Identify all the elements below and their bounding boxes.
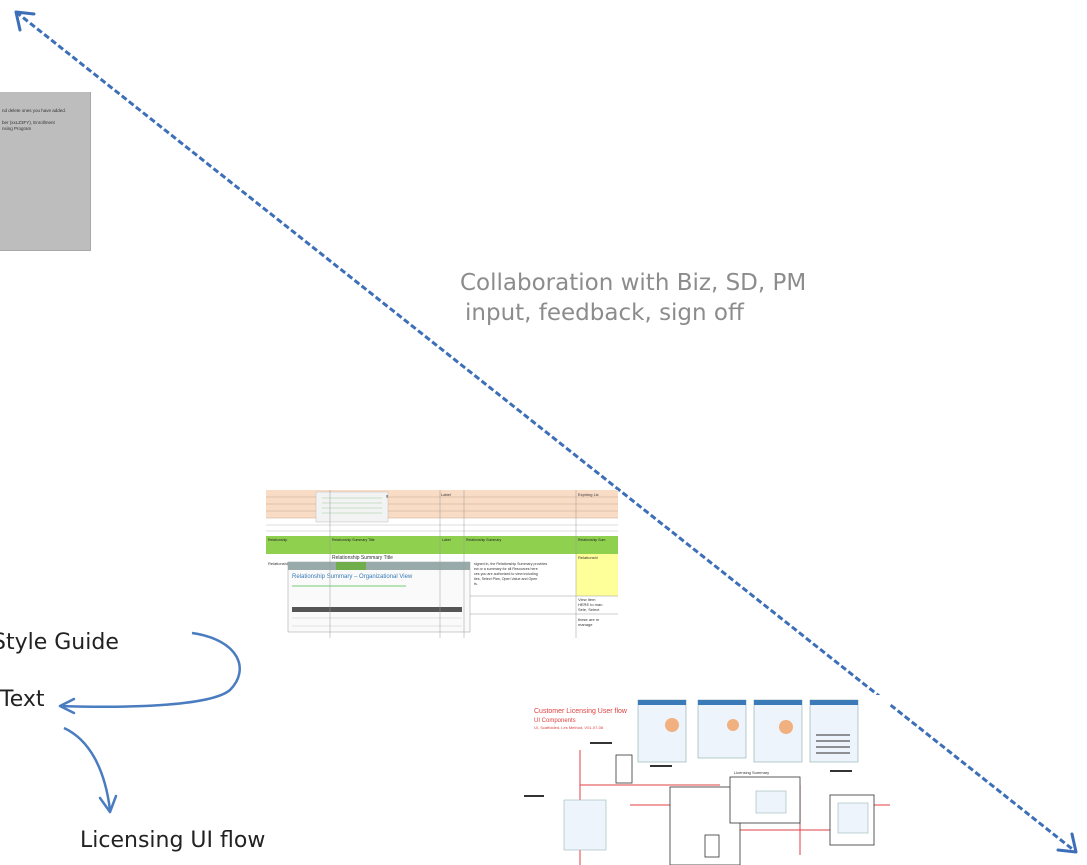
sheet-side-6: manage	[578, 622, 593, 627]
sheet-screenshot-title: Relationship Summary – Organizational Vi…	[292, 574, 413, 580]
dashed-diagonal-line	[15, 10, 1077, 854]
flow-thumb-subtitle: UI Components	[534, 718, 576, 724]
doc-thumb-line: ber (xxLZ3FY), Enrollment	[2, 120, 55, 125]
licensing-flow-thumbnail: Customer Licensing User flow UI Componen…	[520, 695, 890, 865]
sheet-header-expiring: Expiring Lic	[578, 492, 599, 497]
arrowhead-bottom-right-icon	[1056, 832, 1078, 854]
sheet-right-text-3: ces you are authorized to view including	[474, 572, 538, 576]
arrowhead-top-left-icon	[14, 10, 36, 32]
sheet-side-3: HERE to man	[578, 602, 602, 607]
curve-text-to-flow-icon	[63, 726, 112, 811]
sheet-side-2: View Item	[578, 597, 596, 602]
arrowhead-text-icon	[58, 697, 76, 715]
doc-thumb-line: nd delete ones you have added.	[2, 108, 67, 113]
sheet-col-relationship: Relationship	[268, 538, 287, 542]
sheet-col-label: Label	[442, 538, 451, 542]
sheet-col-summary2: Relationship Sum	[578, 538, 606, 542]
sheet-right-text-1: signed in, the Relationship Summary prov…	[474, 562, 547, 566]
sheet-right-text-5: ts.	[474, 582, 478, 586]
collaboration-note: Collaboration with Biz, SD, PM input, fe…	[460, 268, 806, 328]
document-thumbnail: nd delete ones you have added. ber (xxLZ…	[0, 92, 91, 251]
doc-thumb-line: nsing Program	[2, 126, 32, 131]
licensing-ui-flow-label: Licensing UI flow	[80, 828, 266, 853]
sheet-right-text-4: ties, Select Plan, Open Value and Open	[474, 577, 537, 581]
collaboration-line-1: Collaboration with Biz, SD, PM	[460, 270, 807, 296]
sheet-header-label: Label	[441, 492, 451, 497]
flow-thumb-title: Customer Licensing User flow	[534, 708, 628, 715]
curve-style-to-text-icon	[59, 631, 241, 708]
sheet-side-4: Sele, Select	[578, 607, 600, 612]
flow-thumb-subtitle2: UI, Scaffolded, Les Method, V01-07-08	[534, 725, 604, 730]
svg-text:g: g	[386, 493, 388, 498]
arrowhead-flow-icon	[98, 794, 118, 814]
flow-box-label: Licensing Summary	[734, 770, 769, 775]
collaboration-line-2: input, feedback, sign off	[465, 300, 744, 326]
sheet-col-title: Relationship Summary Title	[332, 538, 375, 542]
spreadsheet-thumbnail: g Label Expiring Lic Relationship Relati…	[266, 490, 618, 638]
sheet-side-1: Relationshi	[578, 555, 598, 560]
sheet-left-cell: Relationshi	[268, 561, 288, 566]
sheet-side-5: these are m	[578, 617, 600, 622]
sheet-right-text-2: ew or a summary for all Resources here	[474, 567, 538, 571]
style-guide-label: Style Guide	[0, 630, 119, 655]
text-label: Text	[0, 687, 45, 712]
sheet-title-cell: Relationship Summary Title	[332, 555, 393, 561]
sheet-col-summary: Relationship Summary	[466, 538, 501, 542]
